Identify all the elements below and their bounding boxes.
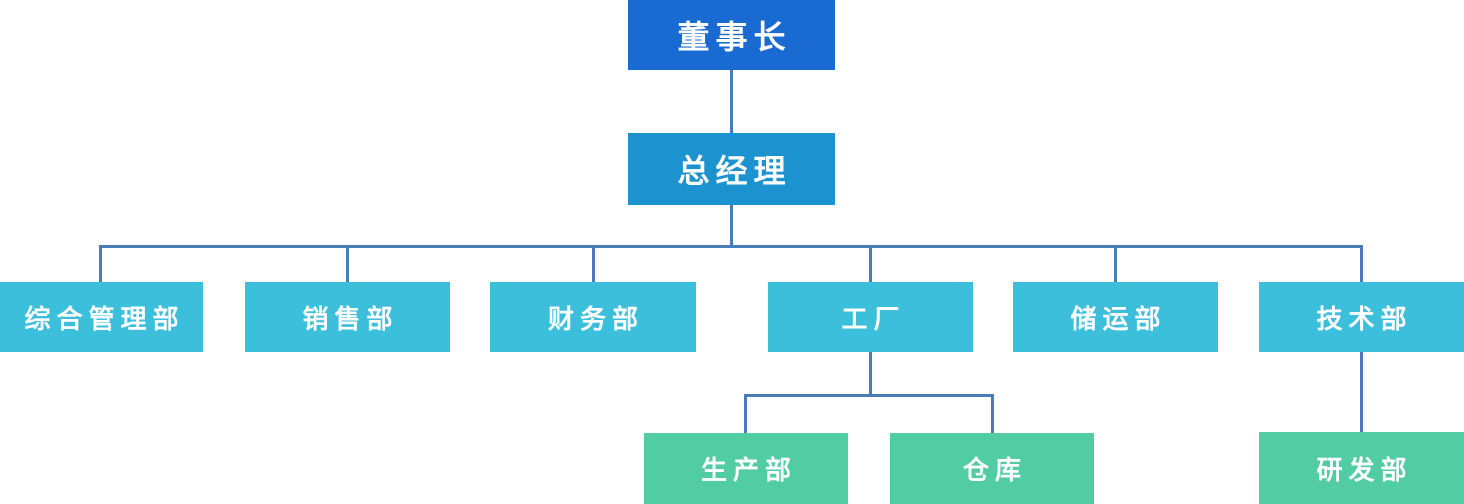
org-node-technology-dept: 技术部 bbox=[1259, 282, 1464, 352]
org-node-rnd-dept-label: 研发部 bbox=[1316, 454, 1413, 485]
org-node-storage-transport-dept: 储运部 bbox=[1013, 282, 1218, 352]
connector-chairman-general-manager bbox=[730, 70, 733, 133]
org-node-general-management-dept: 综合管理部 bbox=[0, 282, 203, 352]
connector-technology-rnd bbox=[1360, 352, 1363, 432]
org-node-general-management-dept-label: 综合管理部 bbox=[24, 303, 185, 334]
org-node-chairman: 董事长 bbox=[628, 0, 835, 70]
org-node-rnd-dept: 研发部 bbox=[1259, 432, 1464, 504]
org-node-factory: 工厂 bbox=[768, 282, 973, 352]
org-node-finance-dept-label: 财务部 bbox=[547, 303, 644, 334]
org-node-production-dept: 生产部 bbox=[644, 433, 848, 504]
connector-drop-general-management-dept bbox=[99, 245, 102, 282]
org-node-sales-dept: 销售部 bbox=[245, 282, 450, 352]
org-node-production-dept-label: 生产部 bbox=[700, 455, 797, 485]
org-node-chairman-label: 董事长 bbox=[677, 19, 792, 55]
connector-factory-branch-horizontal bbox=[744, 394, 994, 397]
connector-drop-sales-dept bbox=[346, 245, 349, 282]
connector-drop-storage-transport-dept bbox=[1114, 245, 1117, 282]
connector-main-horizontal bbox=[99, 245, 1363, 248]
org-node-technology-dept-label: 技术部 bbox=[1316, 303, 1413, 334]
org-node-sales-dept-label: 销售部 bbox=[302, 303, 399, 334]
connector-factory-branch-stem bbox=[869, 352, 872, 397]
org-node-general-manager-label: 总经理 bbox=[677, 153, 792, 189]
org-node-warehouse: 仓库 bbox=[890, 433, 1094, 504]
connector-drop-warehouse bbox=[991, 394, 994, 433]
connector-drop-finance-dept bbox=[592, 245, 595, 282]
connector-drop-production-dept bbox=[744, 394, 747, 433]
connector-drop-factory bbox=[869, 245, 872, 282]
org-node-storage-transport-dept-label: 储运部 bbox=[1070, 303, 1167, 334]
connector-general-manager-trunk bbox=[730, 204, 733, 248]
org-node-finance-dept: 财务部 bbox=[490, 282, 696, 352]
org-node-general-manager: 总经理 bbox=[628, 133, 835, 205]
connector-drop-technology-dept bbox=[1360, 245, 1363, 282]
org-node-factory-label: 工厂 bbox=[841, 303, 906, 334]
org-node-warehouse-label: 仓库 bbox=[962, 455, 1027, 485]
